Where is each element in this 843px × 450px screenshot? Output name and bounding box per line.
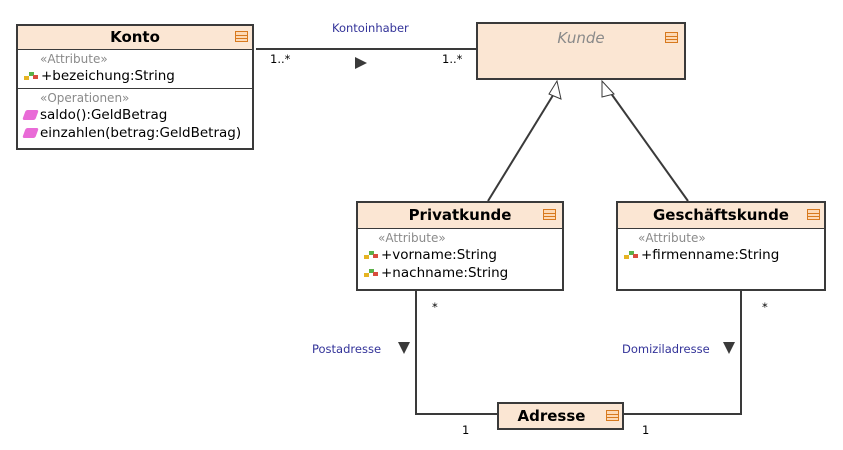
attribute-icon — [364, 268, 378, 278]
class-konto-name: Konto — [110, 28, 160, 46]
privatkunde-attribute-compartment: «Attribute» +vorname:String +nachname:St… — [358, 229, 562, 285]
class-icon — [235, 31, 248, 42]
attribute-firmenname[interactable]: +firmenname:String — [624, 246, 824, 264]
domiziladresse-direction-arrow — [723, 342, 735, 354]
generalization-privatkunde-arrowhead — [548, 79, 562, 100]
operation-icon — [22, 110, 39, 120]
multiplicity-adresse-post-side: 1 — [462, 423, 470, 437]
class-privatkunde[interactable]: Privatkunde «Attribute» +vorname:String … — [356, 201, 564, 291]
attribute-vorname[interactable]: +vorname:String — [364, 246, 562, 264]
association-postadresse-line[interactable] — [415, 290, 497, 415]
generalization-geschaeftskunde-line[interactable] — [609, 91, 689, 202]
association-label-postadresse: Postadresse — [312, 342, 382, 356]
class-konto-header[interactable]: Konto — [18, 26, 252, 50]
association-direction-arrow — [355, 57, 367, 69]
konto-operation-compartment: «Operationen» saldo():GeldBetrag einzahl… — [18, 89, 252, 145]
class-icon — [665, 32, 678, 43]
generalization-geschaeftskunde-arrowhead — [601, 79, 615, 98]
attribute-icon — [364, 250, 378, 260]
attribute-icon — [624, 250, 638, 260]
konto-attribute-compartment: «Attribute» +bezeichung:String — [18, 50, 252, 88]
generalization-privatkunde-line[interactable] — [487, 91, 556, 202]
attribute-nachname[interactable]: +nachname:String — [364, 264, 562, 282]
stereotype-operationen: «Operationen» — [40, 91, 130, 105]
class-icon — [606, 410, 619, 421]
class-icon — [807, 209, 820, 220]
attribute-icon — [24, 71, 38, 81]
class-privatkunde-header[interactable]: Privatkunde — [358, 203, 562, 229]
stereotype-attribute: «Attribute» — [40, 52, 108, 66]
operation-saldo[interactable]: saldo():GeldBetrag — [22, 106, 252, 124]
association-domiziladresse-line[interactable] — [624, 290, 742, 415]
class-konto[interactable]: Konto «Attribute» +bezeichung:String «Op… — [16, 24, 254, 150]
association-label-domiziladresse: Domiziladresse — [622, 342, 710, 356]
class-adresse-header[interactable]: Adresse — [499, 404, 622, 428]
association-label-kontoinhaber: Kontoinhaber — [332, 21, 409, 35]
multiplicity-kunde-side: 1..* — [442, 52, 463, 66]
class-kunde[interactable]: Kunde — [476, 22, 686, 80]
multiplicity-privatkunde-side: * — [432, 300, 438, 314]
class-kunde-name: Kunde — [557, 29, 605, 47]
attribute-bezeichung[interactable]: +bezeichung:String — [24, 67, 252, 85]
geschaeftskunde-attribute-compartment: «Attribute» +firmenname:String — [618, 229, 824, 267]
stereotype-attribute: «Attribute» — [378, 231, 446, 245]
class-geschaeftskunde-name: Geschäftskunde — [653, 206, 789, 224]
operation-einzahlen[interactable]: einzahlen(betrag:GeldBetrag) — [22, 124, 252, 142]
multiplicity-geschaeftskunde-side: * — [762, 300, 768, 314]
operation-icon — [22, 128, 39, 138]
stereotype-attribute: «Attribute» — [638, 231, 706, 245]
multiplicity-adresse-domizil-side: 1 — [642, 423, 650, 437]
class-adresse[interactable]: Adresse — [497, 402, 624, 430]
class-adresse-name: Adresse — [517, 407, 586, 425]
class-privatkunde-name: Privatkunde — [408, 206, 512, 224]
class-icon — [543, 209, 556, 220]
class-geschaeftskunde[interactable]: Geschäftskunde «Attribute» +firmenname:S… — [616, 201, 826, 291]
multiplicity-konto-side: 1..* — [270, 52, 291, 66]
postadresse-direction-arrow — [398, 342, 410, 354]
class-kunde-header[interactable]: Kunde — [478, 24, 684, 54]
class-geschaeftskunde-header[interactable]: Geschäftskunde — [618, 203, 824, 229]
